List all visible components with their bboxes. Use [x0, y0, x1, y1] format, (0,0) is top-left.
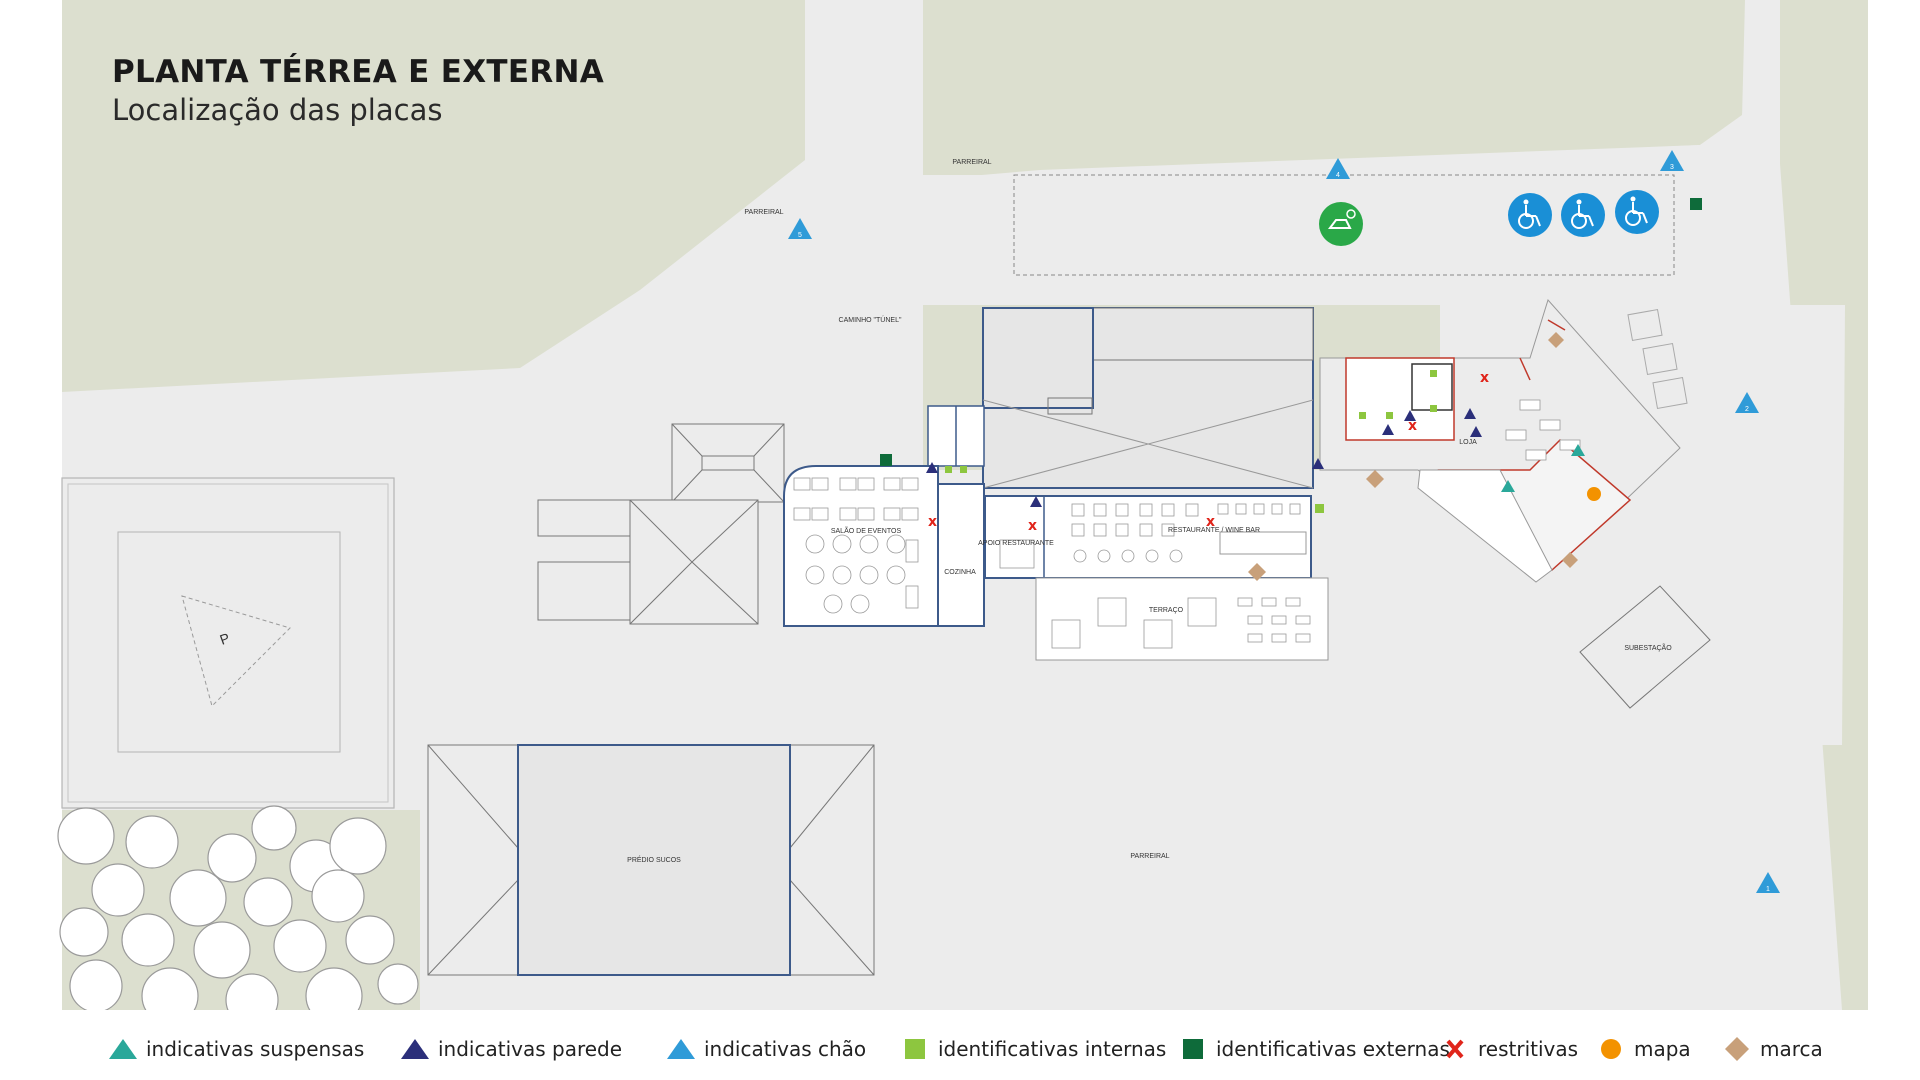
legend-label: restritivas: [1478, 1037, 1579, 1061]
lime-square-icon: [900, 1036, 930, 1062]
floor-marker-1: 1: [1766, 886, 1770, 893]
legend: indicativas suspensas indicativas parede…: [0, 1010, 1920, 1080]
marca-signs: [1248, 332, 1578, 581]
teal-triangle-icon: [108, 1036, 138, 1062]
legend-label: mapa: [1634, 1037, 1691, 1061]
legend-item-mapa: mapa: [1596, 1036, 1691, 1062]
legend-item-indicativas-suspensas: indicativas suspensas: [108, 1036, 364, 1062]
orange-circle-icon: [1596, 1036, 1626, 1062]
loja-label: LOJA: [1459, 439, 1477, 446]
floor-marker-2: 2: [1745, 406, 1749, 413]
salao-eventos: SALÃO DE EVENTOS COZINHA: [783, 465, 985, 627]
svg-text:x: x: [1206, 514, 1215, 530]
external-id-sign: [880, 454, 892, 466]
navy-triangle-icon: [400, 1036, 430, 1062]
map-sign: [1587, 487, 1601, 501]
apoio-restaurante-label: APOIO RESTAURANTE: [978, 540, 1054, 547]
red-x-icon: [1440, 1036, 1470, 1062]
subestacao-label: SUBESTAÇÃO: [1624, 643, 1672, 652]
terraco: TERRAÇO: [1035, 577, 1329, 661]
parreiral-bottom-label: PARREIRAL: [1130, 853, 1169, 860]
floor-marker-3: 3: [1670, 164, 1674, 171]
darkgreen-square-icon: [1178, 1036, 1208, 1062]
predio-sucos-building: PRÉDIO SUCOS: [427, 744, 875, 976]
page-title: PLANTA TÉRREA E EXTERNA: [112, 54, 605, 90]
legend-label: indicativas chão: [704, 1037, 867, 1061]
roof-buildings: [537, 423, 785, 625]
tree-cluster: [57, 805, 419, 1010]
legend-label: identificativas internas: [938, 1037, 1167, 1061]
heliport-area: [61, 477, 395, 809]
floor-marker-5: 5: [798, 232, 802, 239]
tan-diamond-icon: [1722, 1036, 1752, 1062]
page-subtitle: Localização das placas: [112, 93, 443, 127]
svg-text:x: x: [1028, 518, 1037, 534]
accessible-parking-icon: [1508, 190, 1659, 237]
predio-sucos-label: PRÉDIO SUCOS: [627, 855, 681, 864]
legend-label: marca: [1760, 1037, 1823, 1061]
suspended-signs: [1501, 444, 1585, 492]
loja-building: LOJA: [1319, 299, 1681, 583]
parreiral-top-label: PARREIRAL: [952, 159, 991, 166]
floor-sign-markers: 1 2 3 4 5: [788, 150, 1780, 893]
cozinha-label: COZINHA: [944, 569, 976, 576]
legend-label: identificativas externas: [1216, 1037, 1450, 1061]
svg-text:x: x: [1480, 370, 1489, 386]
restaurant-area: APOIO RESTAURANTE RESTAURANTE / WINE BAR: [978, 495, 1312, 579]
legend-item-identificativas-internas: identificativas internas: [900, 1036, 1166, 1062]
restrictive-signs: x x x x x: [928, 370, 1489, 534]
svg-text:x: x: [1408, 418, 1417, 434]
terraco-label: TERRAÇO: [1149, 607, 1184, 614]
legend-item-restritivas: restritivas: [1440, 1036, 1578, 1062]
legend-label: indicativas suspensas: [146, 1037, 365, 1061]
legend-item-identificativas-externas: identificativas externas: [1178, 1036, 1450, 1062]
blue-triangle-icon: [666, 1036, 696, 1062]
caminho-tunel-label: CAMINHO "TÚNEL": [839, 315, 902, 324]
central-roof: [982, 307, 1314, 489]
restaurante-wine-bar-label: RESTAURANTE / WINE BAR: [1168, 527, 1260, 534]
restroom-block: [927, 405, 985, 467]
salao-eventos-label: SALÃO DE EVENTOS: [831, 526, 902, 535]
legend-item-indicativas-chao: indicativas chão: [666, 1036, 866, 1062]
subestacao: SUBESTAÇÃO: [1579, 585, 1711, 709]
external-id-sign: [1690, 198, 1702, 210]
legend-item-marca: marca: [1722, 1036, 1823, 1062]
parreiral-left-label: PARREIRAL: [744, 209, 783, 216]
legend-item-indicativas-parede: indicativas parede: [400, 1036, 622, 1062]
legend-label: indicativas parede: [438, 1037, 623, 1061]
wall-signs: [926, 408, 1482, 507]
svg-text:x: x: [928, 514, 937, 530]
site-plan: P PRÉDIO SUCOS: [57, 0, 1868, 1010]
floor-marker-4: 4: [1336, 172, 1340, 179]
internal-id-signs: [945, 370, 1437, 513]
small-structures: [1627, 309, 1688, 409]
ev-charging-icon: [1319, 202, 1363, 246]
